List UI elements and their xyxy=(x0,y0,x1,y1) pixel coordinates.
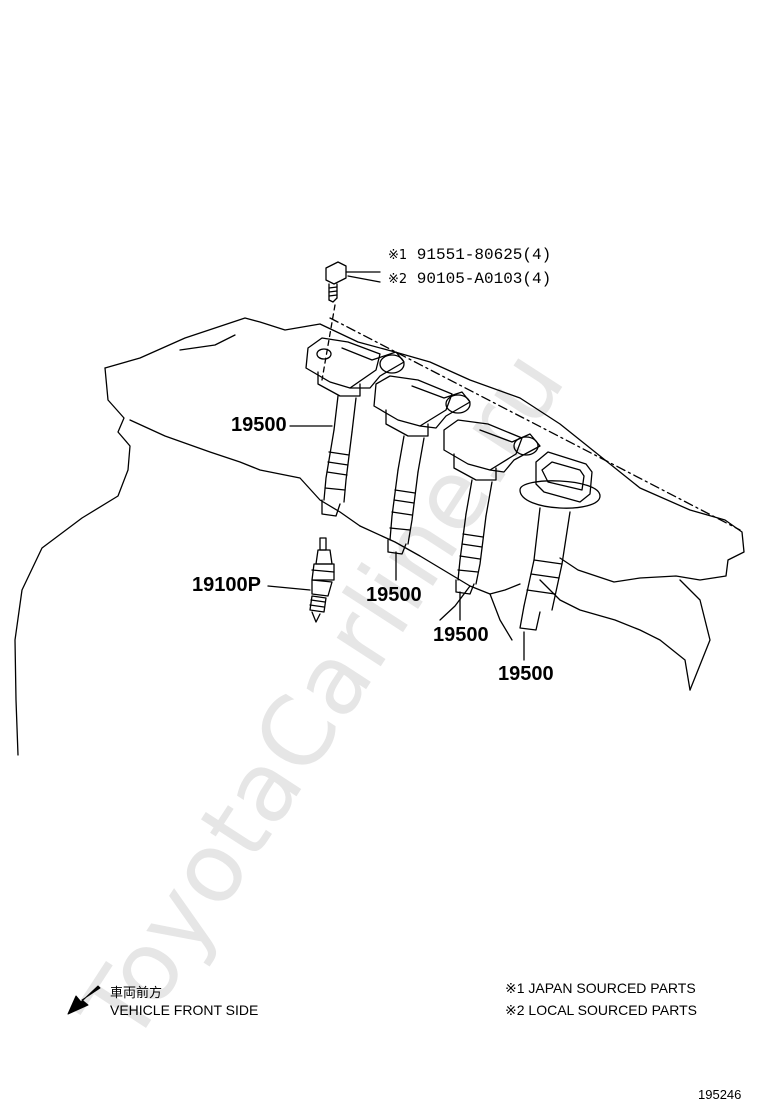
source-note-2: ※2 LOCAL SOURCED PARTS xyxy=(505,1002,697,1018)
figure-id: 195246 xyxy=(698,1087,742,1102)
engine-outline xyxy=(14,304,745,756)
direction-label-en: VEHICLE FRONT SIDE xyxy=(110,1002,259,1018)
ignition-coil-3 xyxy=(443,419,541,595)
fastener-part-number-2: 90105-A0103(4) xyxy=(416,270,552,288)
fastener-label-1: ※1 91551-80625(4) xyxy=(388,246,551,264)
direction-label-jp: 車両前方 xyxy=(110,986,163,1001)
bolt xyxy=(325,261,347,303)
leader-lines xyxy=(267,271,525,661)
callout-coil-2: 19500 xyxy=(366,584,422,606)
fastener-mark-2: ※2 xyxy=(388,272,408,287)
spark-plug xyxy=(309,537,335,623)
callout-coil-1: 19500 xyxy=(231,414,287,436)
vehicle-front-arrow-icon xyxy=(67,985,101,1015)
ignition-coil-1 xyxy=(305,337,405,517)
ignition-coil-4 xyxy=(519,451,601,631)
source-note-1: ※1 JAPAN SOURCED PARTS xyxy=(505,980,696,996)
fastener-label-2: ※2 90105-A0103(4) xyxy=(388,270,551,288)
callout-coil-3: 19500 xyxy=(433,624,489,646)
fastener-part-number-1: 91551-80625(4) xyxy=(416,246,552,264)
callout-coil-4: 19500 xyxy=(498,663,554,685)
callout-spark-plug: 19100P xyxy=(192,574,261,596)
fastener-mark-1: ※1 xyxy=(388,248,408,263)
ignition-coil-2 xyxy=(373,375,471,555)
